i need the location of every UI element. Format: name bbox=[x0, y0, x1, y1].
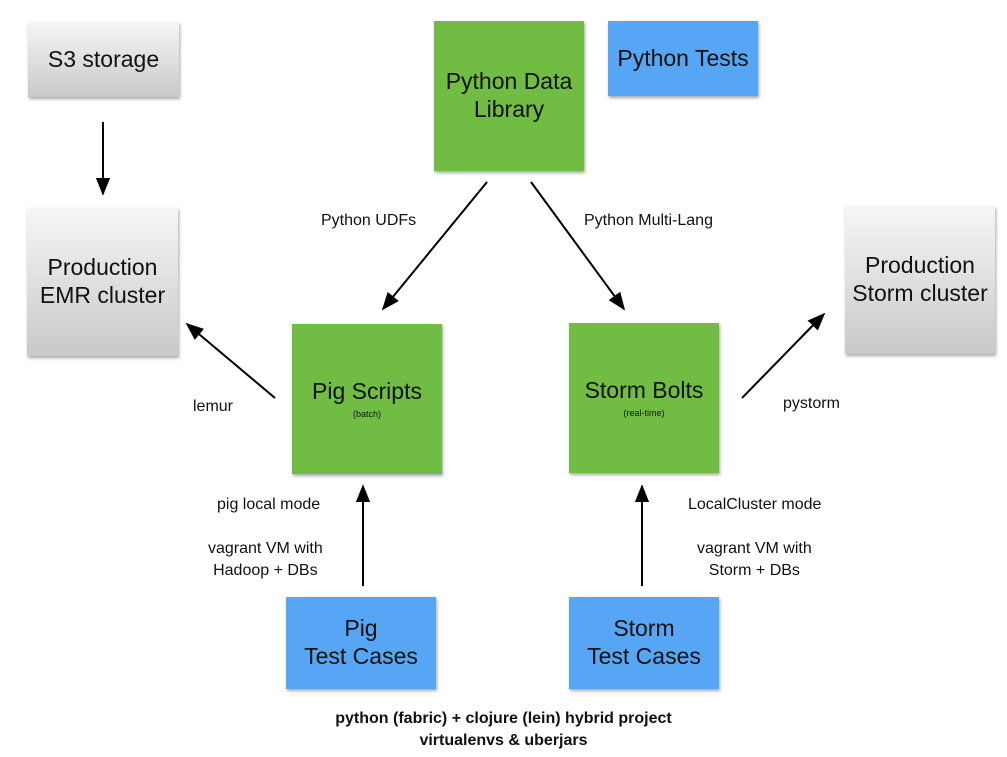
python-udfs-label: Python UDFs bbox=[321, 212, 417, 229]
storm-vagrant-vm-label: vagrant VM with Storm + DBs bbox=[697, 540, 812, 580]
localcluster-mode-label: LocalCluster mode bbox=[688, 496, 822, 513]
python-data-library-node: Python Data Library bbox=[434, 21, 584, 171]
lemur-label: lemur bbox=[193, 398, 234, 415]
pig-scripts-title: Pig Scripts bbox=[312, 377, 422, 404]
pig-local-mode-label: pig local mode bbox=[217, 496, 321, 513]
storm-test-cases-node: Storm Test Cases bbox=[569, 597, 719, 689]
pig-vagrant-vm-label: vagrant VM with Hadoop + DBs bbox=[208, 540, 323, 580]
arrow-pig-to-emr bbox=[185, 322, 276, 399]
arrow-library-to-storm bbox=[530, 181, 626, 311]
python-multilang-label: Python Multi-Lang bbox=[584, 212, 713, 229]
production-emr-cluster-title: Production EMR cluster bbox=[39, 254, 166, 308]
arrow-bolts-to-storm-cluster bbox=[741, 312, 826, 399]
footer-caption: python (fabric) + clojure (lein) hybrid … bbox=[335, 710, 672, 750]
python-tests-title: Python Tests bbox=[617, 44, 749, 71]
pig-test-cases-node: Pig Test Cases bbox=[286, 597, 436, 689]
production-storm-cluster-title: Production Storm cluster bbox=[852, 252, 988, 306]
storm-bolts-node: Storm Bolts (real-time) bbox=[569, 323, 719, 473]
s3-storage-title: S3 storage bbox=[47, 45, 160, 72]
pig-scripts-subtitle: (batch) bbox=[352, 409, 381, 420]
s3-storage-node: S3 storage bbox=[28, 22, 179, 97]
pig-scripts-node: Pig Scripts (batch) bbox=[292, 324, 442, 474]
pig-test-cases-title: Pig Test Cases bbox=[304, 615, 418, 669]
production-emr-cluster-node: Production EMR cluster bbox=[27, 208, 178, 356]
arrow-library-to-pig bbox=[381, 181, 488, 311]
storm-bolts-title: Storm Bolts bbox=[584, 376, 704, 403]
storm-test-cases-title: Storm Test Cases bbox=[587, 615, 701, 669]
production-storm-cluster-node: Production Storm cluster bbox=[845, 206, 995, 354]
python-data-library-title: Python Data Library bbox=[445, 68, 573, 122]
storm-bolts-subtitle: (real-time) bbox=[623, 408, 665, 419]
python-tests-node: Python Tests bbox=[608, 21, 758, 96]
pystorm-label: pystorm bbox=[783, 395, 840, 412]
